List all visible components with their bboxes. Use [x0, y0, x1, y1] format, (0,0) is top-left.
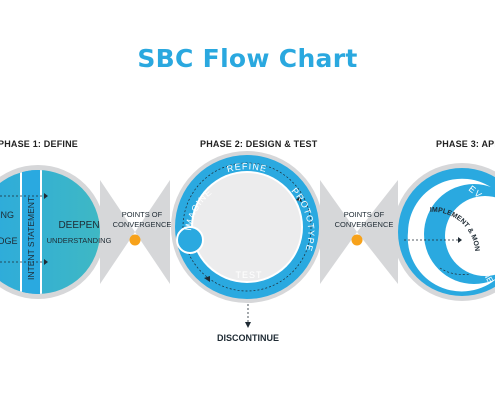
- phase-1-circle: [0, 165, 105, 299]
- phase-2-circle: [171, 151, 323, 303]
- convergence-point-2: [351, 234, 363, 246]
- cone-2-left: [135, 180, 170, 284]
- phase-2-label: PHASE 2: DESIGN & TEST: [200, 139, 318, 149]
- intent-statement-label: INTENT STATEMENT: [26, 197, 36, 280]
- phase-1-label: PHASE 1: DEFINE: [0, 139, 79, 149]
- convergence-1-label-line2: CONVERGENCE: [113, 220, 172, 229]
- phase-3-circle: [393, 163, 495, 301]
- convergence-2-label-line2: CONVERGENCE: [335, 220, 394, 229]
- cone-2-right: [320, 180, 357, 284]
- deepen-label: DEEPEN: [58, 220, 99, 231]
- phase-3-label: PHASE 3: APPL: [436, 139, 495, 149]
- convergence-point-1: [129, 234, 141, 246]
- page-title: SBC Flow Chart: [137, 44, 358, 73]
- understanding-label: UNDERSTANDING: [47, 236, 112, 245]
- discontinue-label: DISCONTINUE: [217, 333, 279, 343]
- discontinue-arrowhead: [245, 322, 251, 328]
- phase-1-left-text-1: ING: [0, 210, 14, 220]
- convergence-2-label-line1: POINTS OF: [344, 210, 385, 219]
- convergence-1-label-line1: POINTS OF: [122, 210, 163, 219]
- phase-1-left-text-2: DGE: [0, 236, 18, 246]
- cone-1-right: [100, 180, 135, 284]
- refine-label: REFINE: [226, 161, 269, 174]
- test-label: TEST: [235, 270, 262, 280]
- cone-3-left: [357, 180, 398, 284]
